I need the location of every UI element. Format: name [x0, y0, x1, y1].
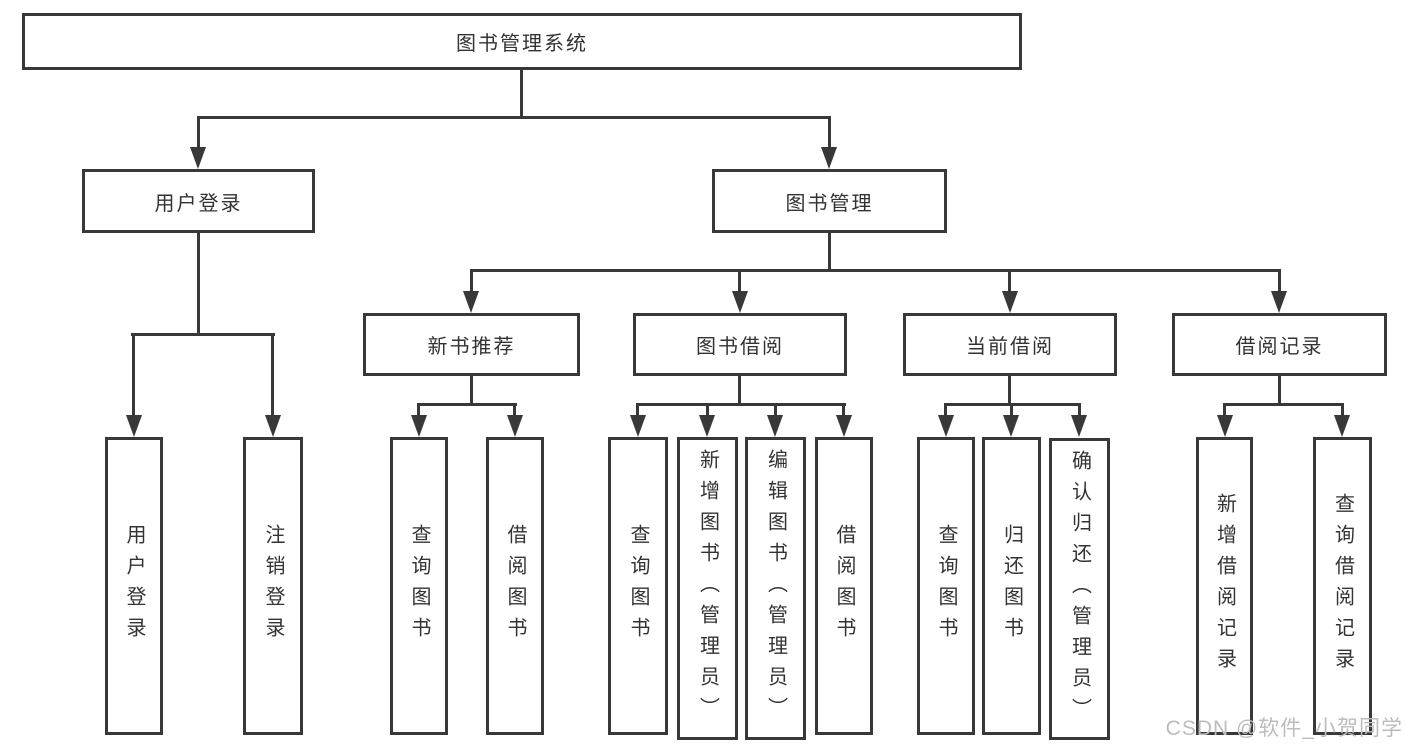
connector-bb-leaf1	[636, 403, 639, 415]
arrowhead-user-login-icon	[190, 147, 206, 169]
leaf-cb-confirm-return-admin: 确认归还（管理员）	[1049, 438, 1110, 740]
connector-to-book-borrowing	[738, 269, 741, 291]
connector-br-bar	[1223, 403, 1344, 406]
arrowhead-leaf-logout-icon	[265, 415, 281, 437]
arrowhead-nbr-query-icon	[411, 415, 427, 437]
connector-br-stem	[1278, 376, 1281, 406]
connector-user-login-stem	[197, 233, 200, 336]
connector-nbr-leaf2	[513, 403, 516, 415]
leaf-br-add-record: 新增借阅记录	[1196, 437, 1253, 735]
connector-cb-leaf1	[944, 403, 947, 415]
arrowhead-book-borrowing-icon	[732, 291, 748, 313]
connector-to-book-management	[828, 116, 831, 149]
node-book-management: 图书管理	[712, 169, 947, 233]
arrowhead-borrowing-records-icon	[1271, 291, 1287, 313]
arrowhead-cb-confirm-icon	[1071, 415, 1087, 437]
csdn-watermark: CSDN @软件_小贺同学	[1165, 717, 1403, 740]
arrowhead-leaf-user-login-icon	[126, 415, 142, 437]
leaf-logout-login: 注销登录	[243, 437, 303, 735]
arrowhead-nbr-borrow-icon	[507, 415, 523, 437]
node-book-borrowing: 图书借阅	[633, 313, 847, 376]
leaf-user-login: 用户登录	[105, 437, 163, 735]
arrowhead-current-borrowing-icon	[1002, 291, 1018, 313]
arrowhead-bb-query-icon	[630, 415, 646, 437]
arrowhead-br-add-icon	[1217, 415, 1233, 437]
connector-bb-leaf2	[706, 403, 709, 415]
connector-to-leaf-user-login	[132, 333, 135, 415]
connector-book-management-bar	[470, 269, 1281, 272]
connector-root-bar	[197, 116, 831, 119]
connector-to-new-book-recommend	[470, 269, 473, 291]
arrowhead-cb-return-icon	[1003, 415, 1019, 437]
connector-bb-stem	[738, 376, 741, 406]
arrowhead-book-management-icon	[821, 147, 837, 169]
connector-to-current-borrowing	[1008, 269, 1011, 291]
arrowhead-bb-edit-icon	[767, 415, 783, 437]
connector-br-leaf2	[1341, 403, 1344, 415]
connector-bb-leaf3	[774, 403, 777, 415]
connector-cb-stem	[1008, 376, 1011, 406]
leaf-bb-query-books: 查询图书	[608, 437, 668, 735]
connector-to-leaf-logout	[271, 333, 274, 415]
node-book-management-system: 图书管理系统	[22, 13, 1022, 70]
leaf-br-query-record: 查询借阅记录	[1313, 437, 1372, 735]
connector-bb-bar	[636, 403, 846, 406]
connector-root-stem	[520, 70, 523, 117]
connector-user-login-bar	[131, 333, 275, 336]
node-new-book-recommend: 新书推荐	[363, 313, 580, 376]
leaf-bb-edit-books-admin: 编辑图书（管理员）	[745, 437, 806, 740]
node-current-borrowing: 当前借阅	[903, 313, 1117, 376]
arrowhead-cb-query-icon	[938, 415, 954, 437]
arrowhead-br-query-icon	[1334, 415, 1350, 437]
connector-book-management-stem	[828, 233, 831, 272]
leaf-bb-add-books-admin: 新增图书（管理员）	[677, 437, 738, 740]
node-user-login: 用户登录	[82, 169, 315, 233]
connector-nbr-stem	[470, 376, 473, 406]
leaf-cb-return-books: 归还图书	[982, 437, 1041, 735]
arrowhead-bb-add-icon	[699, 415, 715, 437]
connector-nbr-leaf1	[417, 403, 420, 415]
node-borrowing-records: 借阅记录	[1172, 313, 1387, 376]
arrowhead-new-book-recommend-icon	[463, 291, 479, 313]
connector-bb-leaf4	[842, 403, 845, 415]
leaf-nbr-query-books: 查询图书	[390, 437, 448, 735]
arrowhead-bb-borrow-icon	[836, 415, 852, 437]
connector-to-borrowing-records	[1278, 269, 1281, 291]
connector-br-leaf1	[1223, 403, 1226, 415]
leaf-bb-borrow-books: 借阅图书	[815, 437, 873, 735]
connector-cb-leaf3	[1078, 403, 1081, 415]
leaf-cb-query-books: 查询图书	[917, 437, 975, 735]
connector-nbr-bar	[417, 403, 517, 406]
connector-cb-leaf2	[1010, 403, 1013, 415]
leaf-nbr-borrow-books: 借阅图书	[486, 437, 544, 735]
connector-to-user-login	[197, 116, 200, 149]
